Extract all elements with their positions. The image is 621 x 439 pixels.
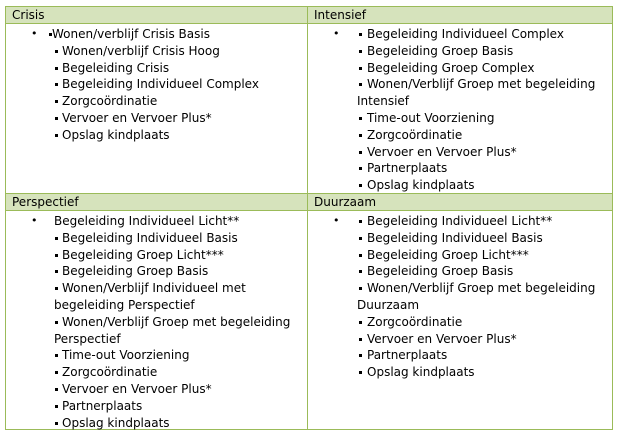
square-bullet-icon bbox=[359, 33, 362, 36]
list-item: Opslag kindplaats bbox=[308, 177, 612, 194]
square-bullet-icon bbox=[359, 150, 362, 154]
cell-perspectief-list: • Begeleiding Individueel Licht** Begele… bbox=[6, 213, 307, 431]
list-item: Zorgcoördinatie bbox=[6, 364, 307, 381]
cell-duurzaam: Duurzaam • Begeleiding Individueel Licht… bbox=[308, 194, 612, 429]
square-bullet-icon bbox=[359, 66, 362, 70]
list-item: Begeleiding Groep Complex bbox=[308, 60, 612, 77]
cell-duurzaam-header: Duurzaam bbox=[308, 194, 612, 211]
cell-duurzaam-list: • Begeleiding Individueel Licht** Begele… bbox=[308, 213, 612, 381]
square-bullet-icon bbox=[359, 167, 362, 171]
square-bullet-icon bbox=[55, 236, 58, 240]
square-bullet-icon bbox=[359, 49, 362, 53]
list-item: Wonen/Verblijf Groep met begeleiding bbox=[6, 314, 307, 331]
square-bullet-icon bbox=[359, 253, 362, 257]
square-bullet-icon bbox=[55, 100, 58, 104]
cell-crisis-title: Crisis bbox=[12, 8, 45, 22]
list-item: Partnerplaats bbox=[6, 398, 307, 415]
square-bullet-icon bbox=[55, 116, 58, 120]
square-bullet-icon bbox=[359, 133, 362, 137]
square-bullet-icon bbox=[359, 220, 362, 223]
list-item: Begeleiding Crisis bbox=[6, 60, 307, 77]
list-item: Vervoer en Vervoer Plus* bbox=[308, 144, 612, 161]
list-item: • Begeleiding Individueel Licht** bbox=[31, 214, 240, 228]
list-item: Begeleiding Groep Basis bbox=[308, 43, 612, 60]
square-bullet-icon bbox=[359, 116, 362, 120]
square-bullet-icon bbox=[359, 184, 362, 188]
cell-crisis: Crisis • Wonen/verblijf Crisis Basis Won… bbox=[6, 7, 307, 193]
list-item: Wonen/Verblijf Individueel met bbox=[6, 280, 307, 297]
list-item: Zorgcoördinatie bbox=[6, 93, 307, 110]
square-bullet-icon bbox=[55, 253, 58, 257]
square-bullet-icon bbox=[55, 66, 58, 70]
list-item-continuation: Duurzaam bbox=[357, 297, 420, 312]
list-item: Begeleiding Groep Basis bbox=[6, 263, 307, 280]
list-item: Begeleiding Groep Basis bbox=[308, 263, 612, 280]
list-item: Opslag kindplaats bbox=[6, 415, 307, 432]
list-item-continuation: Intensief bbox=[357, 94, 410, 109]
list-item: • Wonen/verblijf Crisis Basis bbox=[31, 27, 210, 41]
square-bullet-icon bbox=[55, 49, 58, 53]
square-bullet-icon bbox=[55, 354, 58, 358]
cell-duurzaam-title: Duurzaam bbox=[314, 195, 377, 209]
cell-intensief-title: Intensief bbox=[314, 8, 367, 22]
square-bullet-icon bbox=[359, 320, 362, 324]
cell-intensief: Intensief • Begeleiding Individueel Comp… bbox=[308, 7, 612, 193]
list-item: • Begeleiding Individueel Licht** bbox=[333, 214, 553, 228]
square-bullet-icon bbox=[55, 387, 58, 391]
list-item: Wonen/Verblijf Groep met begeleiding bbox=[308, 76, 612, 93]
list-item: • Begeleiding Individueel Complex bbox=[333, 27, 564, 41]
square-bullet-icon bbox=[49, 33, 52, 36]
square-bullet-icon bbox=[55, 404, 58, 408]
bullet-icon: • bbox=[333, 214, 340, 227]
square-bullet-icon bbox=[55, 83, 58, 87]
list-item: Begeleiding Individueel Complex bbox=[6, 76, 307, 93]
square-bullet-icon bbox=[359, 371, 362, 375]
list-item: Time-out Voorziening bbox=[308, 110, 612, 127]
list-item: Zorgcoördinatie bbox=[308, 314, 612, 331]
services-table: Crisis • Wonen/verblijf Crisis Basis Won… bbox=[5, 6, 613, 430]
bullet-icon: • bbox=[333, 27, 340, 40]
bullet-icon: • bbox=[31, 27, 38, 40]
list-item: Partnerplaats bbox=[308, 347, 612, 364]
list-item: Vervoer en Vervoer Plus* bbox=[308, 331, 612, 348]
column-divider bbox=[307, 7, 308, 429]
cell-crisis-list: • Wonen/verblijf Crisis Basis Wonen/verb… bbox=[6, 26, 307, 144]
list-item: Begeleiding Individueel Basis bbox=[308, 230, 612, 247]
list-item: Vervoer en Vervoer Plus* bbox=[6, 381, 307, 398]
list-item: Wonen/verblijf Crisis Hoog bbox=[6, 43, 307, 60]
square-bullet-icon bbox=[359, 236, 362, 240]
list-item: Zorgcoördinatie bbox=[308, 127, 612, 144]
list-item: Begeleiding Individueel Basis bbox=[6, 230, 307, 247]
square-bullet-icon bbox=[359, 270, 362, 274]
list-item: Partnerplaats bbox=[308, 160, 612, 177]
square-bullet-icon bbox=[55, 270, 58, 274]
bullet-icon: • bbox=[31, 214, 38, 227]
cell-perspectief-header: Perspectief bbox=[6, 194, 307, 211]
square-bullet-icon bbox=[359, 83, 362, 87]
list-item: Time-out Voorziening bbox=[6, 347, 307, 364]
cell-perspectief-title: Perspectief bbox=[12, 195, 79, 209]
list-item: Begeleiding Groep Licht*** bbox=[308, 247, 612, 264]
square-bullet-icon bbox=[359, 287, 362, 291]
list-item-continuation: Perspectief bbox=[54, 331, 121, 346]
list-item: Begeleiding Groep Licht*** bbox=[6, 247, 307, 264]
list-item: Wonen/Verblijf Groep met begeleiding bbox=[308, 280, 612, 297]
row-divider bbox=[6, 193, 612, 194]
square-bullet-icon bbox=[359, 354, 362, 358]
square-bullet-icon bbox=[55, 287, 58, 291]
square-bullet-icon bbox=[359, 337, 362, 341]
square-bullet-icon bbox=[55, 371, 58, 375]
cell-perspectief: Perspectief • Begeleiding Individueel Li… bbox=[6, 194, 307, 431]
list-item: Opslag kindplaats bbox=[6, 127, 307, 144]
list-item-continuation: begeleiding Perspectief bbox=[54, 297, 195, 312]
cell-crisis-header: Crisis bbox=[6, 7, 307, 24]
list-item: Vervoer en Vervoer Plus* bbox=[6, 110, 307, 127]
list-item: Opslag kindplaats bbox=[308, 364, 612, 381]
square-bullet-icon bbox=[55, 421, 58, 425]
cell-intensief-header: Intensief bbox=[308, 7, 612, 24]
square-bullet-icon bbox=[55, 320, 58, 324]
cell-intensief-list: • Begeleiding Individueel Complex Begele… bbox=[308, 26, 612, 194]
square-bullet-icon bbox=[55, 133, 58, 137]
